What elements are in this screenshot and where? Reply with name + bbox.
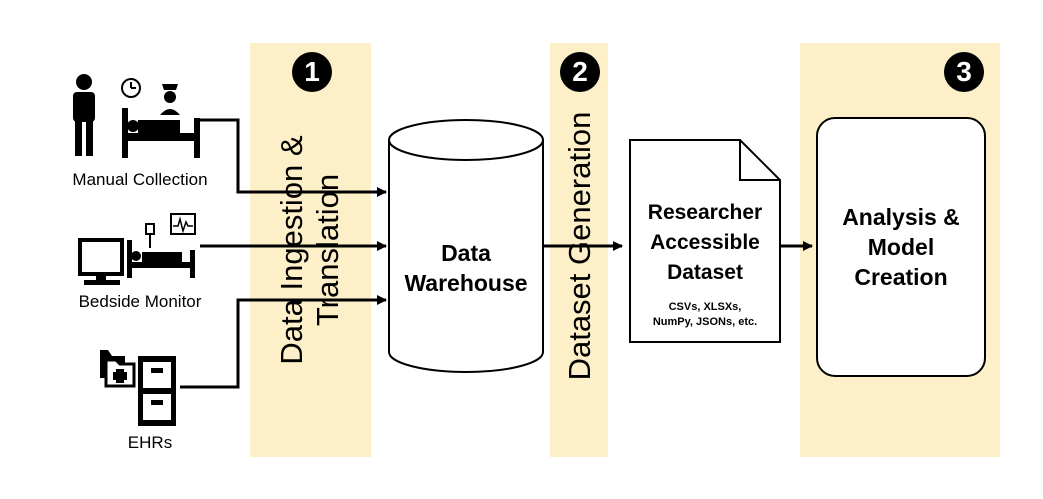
step-2-label: Dataset Generation bbox=[562, 111, 597, 381]
dataset-label-line-2: Accessible bbox=[650, 231, 760, 254]
analysis-label-line-1: Analysis & bbox=[842, 204, 960, 230]
step-1-band bbox=[250, 43, 371, 457]
analysis-box bbox=[816, 117, 986, 377]
step-1-badge: 1 bbox=[292, 52, 332, 92]
step-1-label-line-1: Data Ingestion & bbox=[274, 135, 309, 365]
dataset-formats-line-1: CSVs, XLSXs, bbox=[668, 301, 742, 313]
analysis-label-line-2: Model bbox=[867, 234, 935, 260]
analysis-label-line-3: Creation bbox=[854, 264, 948, 290]
connector-manual-collection bbox=[200, 118, 387, 197]
step-1-label: Data Ingestion & Translation bbox=[274, 100, 346, 400]
dataset-document-shape bbox=[629, 139, 781, 343]
computer-monitor-bed-icon bbox=[78, 213, 196, 285]
folder-cabinet-icon bbox=[100, 350, 176, 426]
person-nurse-bed-icon bbox=[73, 74, 200, 158]
dataset-label-line-1: Researcher bbox=[647, 201, 763, 224]
dataset-formats-line-2: NumPy, JSONs, etc. bbox=[652, 316, 758, 328]
dataset-label-line-3: Dataset bbox=[667, 261, 743, 284]
dataset-formats: CSVs, XLSXs, NumPy, JSONs, etc. bbox=[630, 300, 780, 330]
data-warehouse-label-line-1: Data bbox=[441, 240, 491, 266]
source-label-bedside-monitor: Bedside Monitor bbox=[78, 292, 202, 311]
data-warehouse-cylinder bbox=[388, 119, 544, 373]
source-label-manual-collection: Manual Collection bbox=[72, 170, 208, 189]
source-label-ehrs: EHRs bbox=[127, 433, 173, 452]
step-2-band bbox=[550, 43, 608, 457]
data-warehouse-label: Data Warehouse bbox=[389, 238, 543, 298]
step-1-label-line-2: Translation bbox=[310, 173, 345, 327]
step-3-badge: 3 bbox=[944, 52, 984, 92]
connector-ehrs bbox=[180, 295, 387, 389]
data-warehouse-label-line-2: Warehouse bbox=[404, 270, 528, 296]
dataset-label: Researcher Accessible Dataset bbox=[630, 198, 780, 288]
step-2-badge: 2 bbox=[560, 52, 600, 92]
analysis-label: Analysis & Model Creation bbox=[817, 202, 985, 292]
